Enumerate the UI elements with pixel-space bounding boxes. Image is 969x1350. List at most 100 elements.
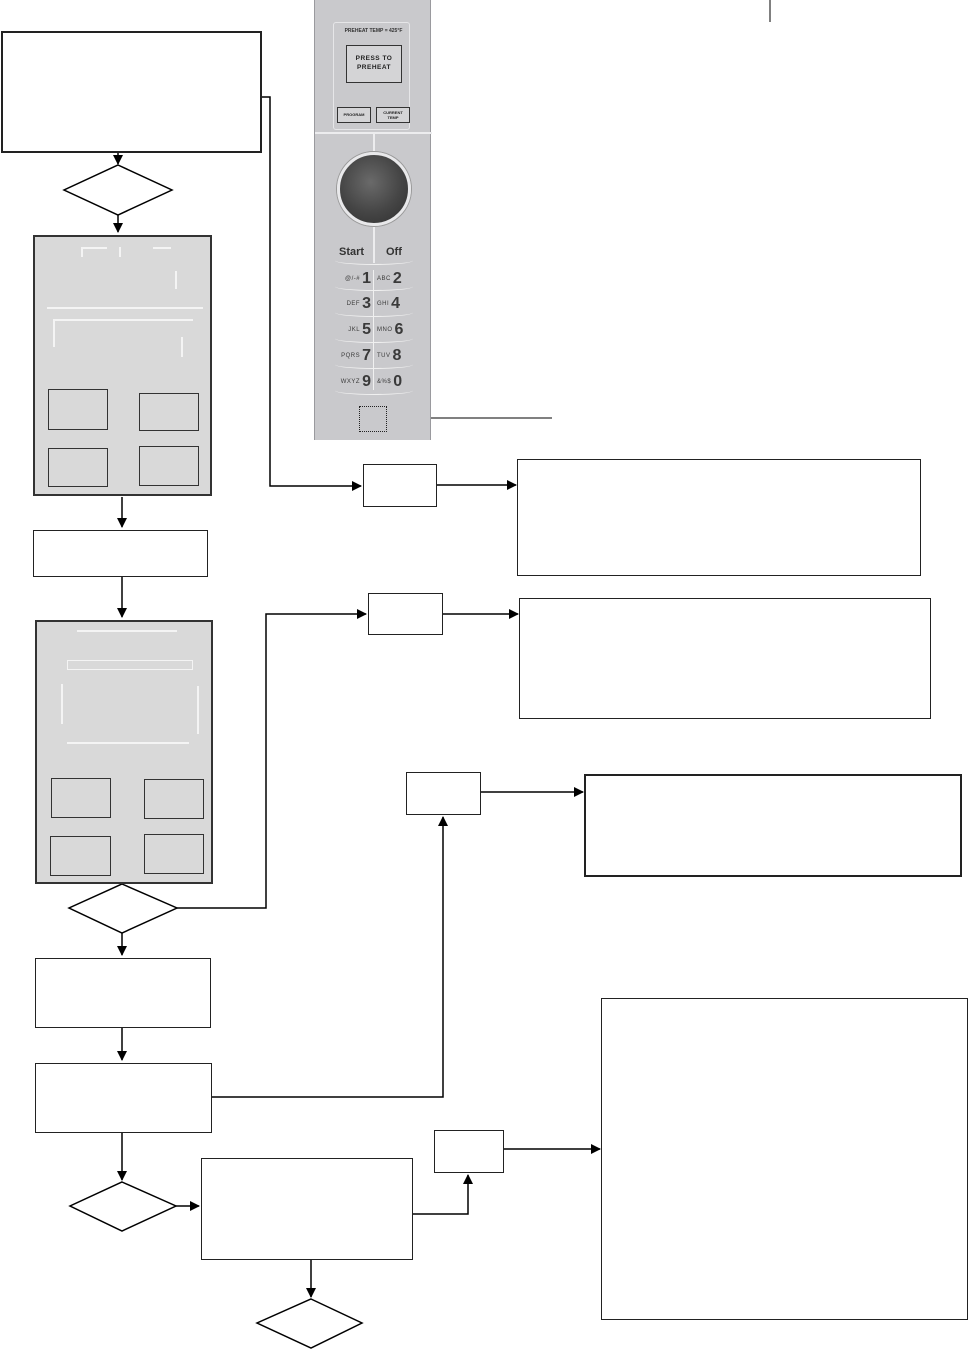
- key-9-letters: WXYZ: [340, 379, 361, 385]
- key-3-letters: DEF: [346, 301, 361, 307]
- decision-2: [67, 883, 179, 934]
- key-1-digit: 1: [362, 270, 371, 287]
- key-row-curve: [335, 282, 413, 291]
- current-temp-button[interactable]: CURRENT TEMP: [376, 107, 410, 123]
- knob-stem: [373, 133, 375, 153]
- key-0-digit: 0: [393, 373, 403, 390]
- screen-1-button-top-left: [48, 389, 108, 430]
- key-row-curve: [335, 256, 413, 265]
- key-6-letters: MNO: [377, 327, 393, 333]
- key-7-letters: PQRS: [341, 353, 361, 359]
- screen-1-line: [153, 247, 171, 249]
- screen-1-line: [81, 247, 107, 249]
- current-temp-line-1: CURRENT: [383, 110, 403, 115]
- preheat-frame: [333, 22, 410, 130]
- start-label[interactable]: Start: [339, 246, 365, 258]
- key-3-digit: 3: [362, 295, 371, 312]
- key-8-letters: TUV: [377, 353, 391, 359]
- screen-2-line: [67, 742, 189, 744]
- screen-1-line: [53, 319, 193, 321]
- off-label[interactable]: Off: [386, 246, 402, 258]
- panel-divider: [315, 132, 432, 134]
- key-row-curve: [335, 386, 413, 395]
- display-screen-2: [35, 620, 213, 884]
- sensor-target-outline: [359, 406, 387, 432]
- key-4-digit: 4: [391, 295, 401, 312]
- press-to-preheat-button[interactable]: PRESS TO PREHEAT: [346, 45, 402, 83]
- step-box-3: [406, 772, 481, 815]
- knob-stem-lower: [373, 227, 375, 263]
- process-box-d: [201, 1158, 413, 1260]
- process-box-a: [33, 530, 208, 577]
- key-row-curve: [335, 360, 413, 369]
- screen-1-line: [175, 271, 177, 289]
- arrow-top-box-to-step-1: [262, 96, 362, 491]
- keypad-divider: [373, 270, 374, 390]
- decision-3: [68, 1181, 178, 1232]
- oven-control-panel: PREHEAT TEMP = 425°F PRESS TO PREHEAT PR…: [314, 0, 432, 440]
- key-row-curve: [335, 334, 413, 343]
- key-1[interactable]: @/-#1: [333, 270, 371, 290]
- current-temp-line-2: TEMP: [387, 115, 399, 120]
- key-0-letters: &%$: [377, 379, 392, 385]
- key-5-letters: JKL: [348, 327, 361, 333]
- screen-2-button-bottom-right: [144, 834, 204, 874]
- display-screen-1: [33, 235, 212, 496]
- arrow-box-c-to-step-3: [212, 816, 448, 1098]
- screen-2-line: [61, 684, 63, 724]
- screen-1-button-top-right: [139, 393, 199, 431]
- screen-2-button-top-left: [51, 778, 111, 818]
- decision-1: [62, 164, 174, 216]
- screen-1-button-bottom-right: [139, 446, 199, 486]
- note-box-2: [519, 598, 931, 719]
- screen-1-line: [81, 247, 83, 257]
- step-box-4: [434, 1130, 504, 1173]
- key-1-letters: @/-#: [345, 276, 361, 282]
- screen-1-button-bottom-left: [48, 448, 108, 487]
- key-6-digit: 6: [394, 321, 404, 338]
- key-4-letters: GHI: [377, 301, 390, 307]
- screen-2-button-top-right: [144, 779, 204, 819]
- screen-1-line: [119, 247, 121, 257]
- preheat-button-line-2: PREHEAT: [356, 64, 392, 71]
- key-row-curve: [335, 308, 413, 317]
- key-7-digit: 7: [362, 347, 371, 364]
- program-button-label: PROGRAM: [343, 112, 365, 117]
- start-box: [1, 31, 262, 153]
- step-box-2: [368, 593, 443, 635]
- screen-2-line: [67, 660, 193, 670]
- note-box-4: [601, 998, 968, 1320]
- screen-2-line: [77, 630, 177, 632]
- key-8-digit: 8: [392, 347, 402, 364]
- note-box-1: [517, 459, 921, 576]
- program-button[interactable]: PROGRAM: [337, 107, 371, 123]
- screen-2-line: [197, 686, 199, 734]
- screen-1-line: [47, 307, 203, 309]
- note-box-3: [584, 774, 962, 877]
- screen-1-line: [53, 319, 55, 347]
- arrow-box-d-to-step-4: [413, 1174, 473, 1215]
- process-box-b: [35, 958, 211, 1028]
- decision-4: [255, 1298, 364, 1349]
- screen-2-button-bottom-left: [50, 836, 111, 876]
- key-0[interactable]: &%$0: [377, 373, 431, 393]
- key-5-digit: 5: [362, 321, 371, 338]
- screen-1-line: [181, 337, 183, 357]
- preheat-button-line-1: PRESS TO: [355, 55, 393, 62]
- key-2-digit: 2: [392, 270, 402, 287]
- control-knob[interactable]: [337, 152, 411, 226]
- key-9-digit: 9: [362, 373, 371, 390]
- arrow-decision-2-to-step-2: [177, 609, 367, 909]
- step-box-1: [363, 464, 437, 507]
- preheat-temp-label: PREHEAT TEMP = 425°F: [344, 28, 403, 34]
- process-box-c: [35, 1063, 212, 1133]
